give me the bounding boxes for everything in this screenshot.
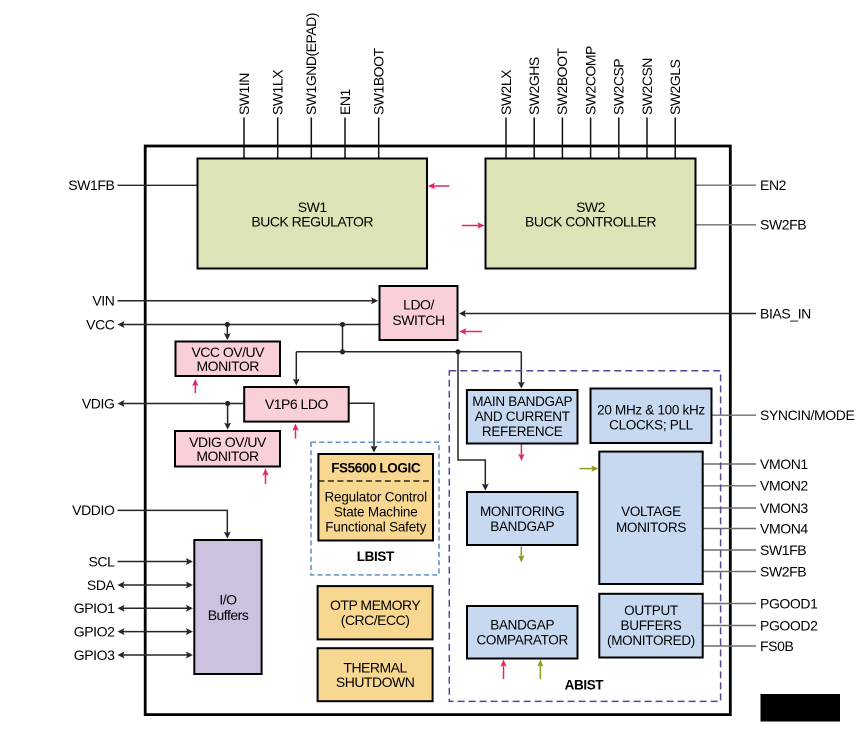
svg-text:SW2LX: SW2LX [498, 69, 514, 115]
svg-text:VDIG OV/UV: VDIG OV/UV [189, 434, 267, 450]
svg-text:State Machine: State Machine [334, 505, 418, 520]
svg-text:(MONITORED): (MONITORED) [607, 633, 695, 648]
svg-text:VCC: VCC [86, 316, 115, 332]
svg-text:20 MHz & 100 kHz: 20 MHz & 100 kHz [597, 403, 705, 418]
svg-text:VMON2: VMON2 [760, 478, 808, 494]
svg-text:VIN: VIN [92, 293, 114, 309]
svg-text:VDIG: VDIG [82, 395, 115, 411]
svg-text:FS0B: FS0B [760, 638, 793, 654]
svg-text:V1P6 LDO: V1P6 LDO [265, 396, 329, 412]
svg-text:MAIN BANDGAP: MAIN BANDGAP [472, 394, 572, 409]
svg-text:SWITCH: SWITCH [392, 312, 444, 328]
svg-text:SYNCIN/MODE: SYNCIN/MODE [760, 407, 854, 423]
svg-text:EN2: EN2 [760, 177, 787, 193]
svg-text:SW1FB: SW1FB [760, 542, 806, 558]
svg-text:REFERENCE: REFERENCE [482, 424, 563, 439]
svg-text:EN1: EN1 [337, 89, 353, 115]
svg-text:ABIST: ABIST [565, 678, 605, 693]
svg-text:(CRC/ECC): (CRC/ECC) [341, 612, 410, 628]
svg-text:MONITORING: MONITORING [480, 504, 565, 519]
svg-text:MONITOR: MONITOR [196, 448, 259, 464]
svg-text:OUTPUT: OUTPUT [624, 603, 678, 618]
svg-text:SW2COMP: SW2COMP [582, 46, 598, 115]
svg-text:SW2BOOT: SW2BOOT [554, 48, 570, 115]
svg-text:LDO/: LDO/ [403, 297, 434, 313]
svg-text:GPIO1: GPIO1 [74, 600, 115, 616]
svg-text:BUCK REGULATOR: BUCK REGULATOR [251, 214, 373, 230]
svg-text:VMON3: VMON3 [760, 500, 808, 516]
svg-text:Functional Safety: Functional Safety [325, 519, 426, 534]
svg-text:MONITORS: MONITORS [616, 520, 686, 535]
svg-text:SW2GHS: SW2GHS [526, 57, 542, 115]
svg-text:SW1LX: SW1LX [270, 69, 286, 115]
svg-text:VOLTAGE: VOLTAGE [621, 504, 681, 519]
svg-text:Regulator Control: Regulator Control [324, 490, 427, 505]
svg-text:SHUTDOWN: SHUTDOWN [336, 674, 414, 690]
svg-text:Buffers: Buffers [208, 607, 249, 623]
svg-text:VMON1: VMON1 [760, 456, 808, 472]
svg-text:LBIST: LBIST [357, 549, 395, 564]
svg-text:SW2GLS: SW2GLS [667, 59, 683, 115]
svg-text:THERMAL: THERMAL [343, 660, 407, 676]
svg-text:PGOOD1: PGOOD1 [760, 595, 818, 611]
svg-text:VMON4: VMON4 [760, 520, 808, 536]
svg-text:SW2: SW2 [576, 199, 606, 215]
svg-text:BANDGAP: BANDGAP [490, 519, 554, 534]
svg-text:SW2CSN: SW2CSN [639, 58, 655, 115]
svg-text:PGOOD2: PGOOD2 [760, 617, 818, 633]
svg-text:GPIO2: GPIO2 [74, 623, 115, 639]
svg-text:MONITOR: MONITOR [197, 358, 260, 374]
svg-text:I/O: I/O [219, 592, 237, 608]
svg-text:BUFFERS: BUFFERS [621, 618, 682, 633]
svg-text:SW1BOOT: SW1BOOT [371, 48, 387, 115]
svg-text:SW1IN: SW1IN [236, 73, 252, 115]
svg-text:AND CURRENT: AND CURRENT [475, 409, 570, 424]
svg-text:SW1GND(EPAD): SW1GND(EPAD) [303, 13, 319, 115]
svg-text:FS5600 LOGIC: FS5600 LOGIC [331, 461, 421, 476]
svg-text:GPIO3: GPIO3 [74, 647, 115, 663]
svg-text:VDDIO: VDDIO [72, 502, 115, 518]
svg-text:SW2FB: SW2FB [760, 563, 806, 579]
svg-text:BANDGAP: BANDGAP [490, 618, 554, 633]
svg-text:OTP MEMORY: OTP MEMORY [330, 597, 421, 613]
svg-text:BIAS_IN: BIAS_IN [760, 305, 811, 321]
svg-text:CLOCKS; PLL: CLOCKS; PLL [609, 418, 694, 433]
svg-text:SCL: SCL [88, 553, 115, 569]
svg-text:SW1: SW1 [298, 199, 328, 215]
svg-text:VCC OV/UV: VCC OV/UV [191, 344, 265, 360]
svg-text:SW1FB: SW1FB [68, 177, 114, 193]
svg-text:SDA: SDA [87, 577, 116, 593]
svg-text:SW2CSP: SW2CSP [611, 59, 627, 115]
svg-text:SW2FB: SW2FB [760, 217, 806, 233]
svg-text:COMPARATOR: COMPARATOR [476, 632, 568, 647]
svg-text:BUCK CONTROLLER: BUCK CONTROLLER [525, 214, 656, 230]
